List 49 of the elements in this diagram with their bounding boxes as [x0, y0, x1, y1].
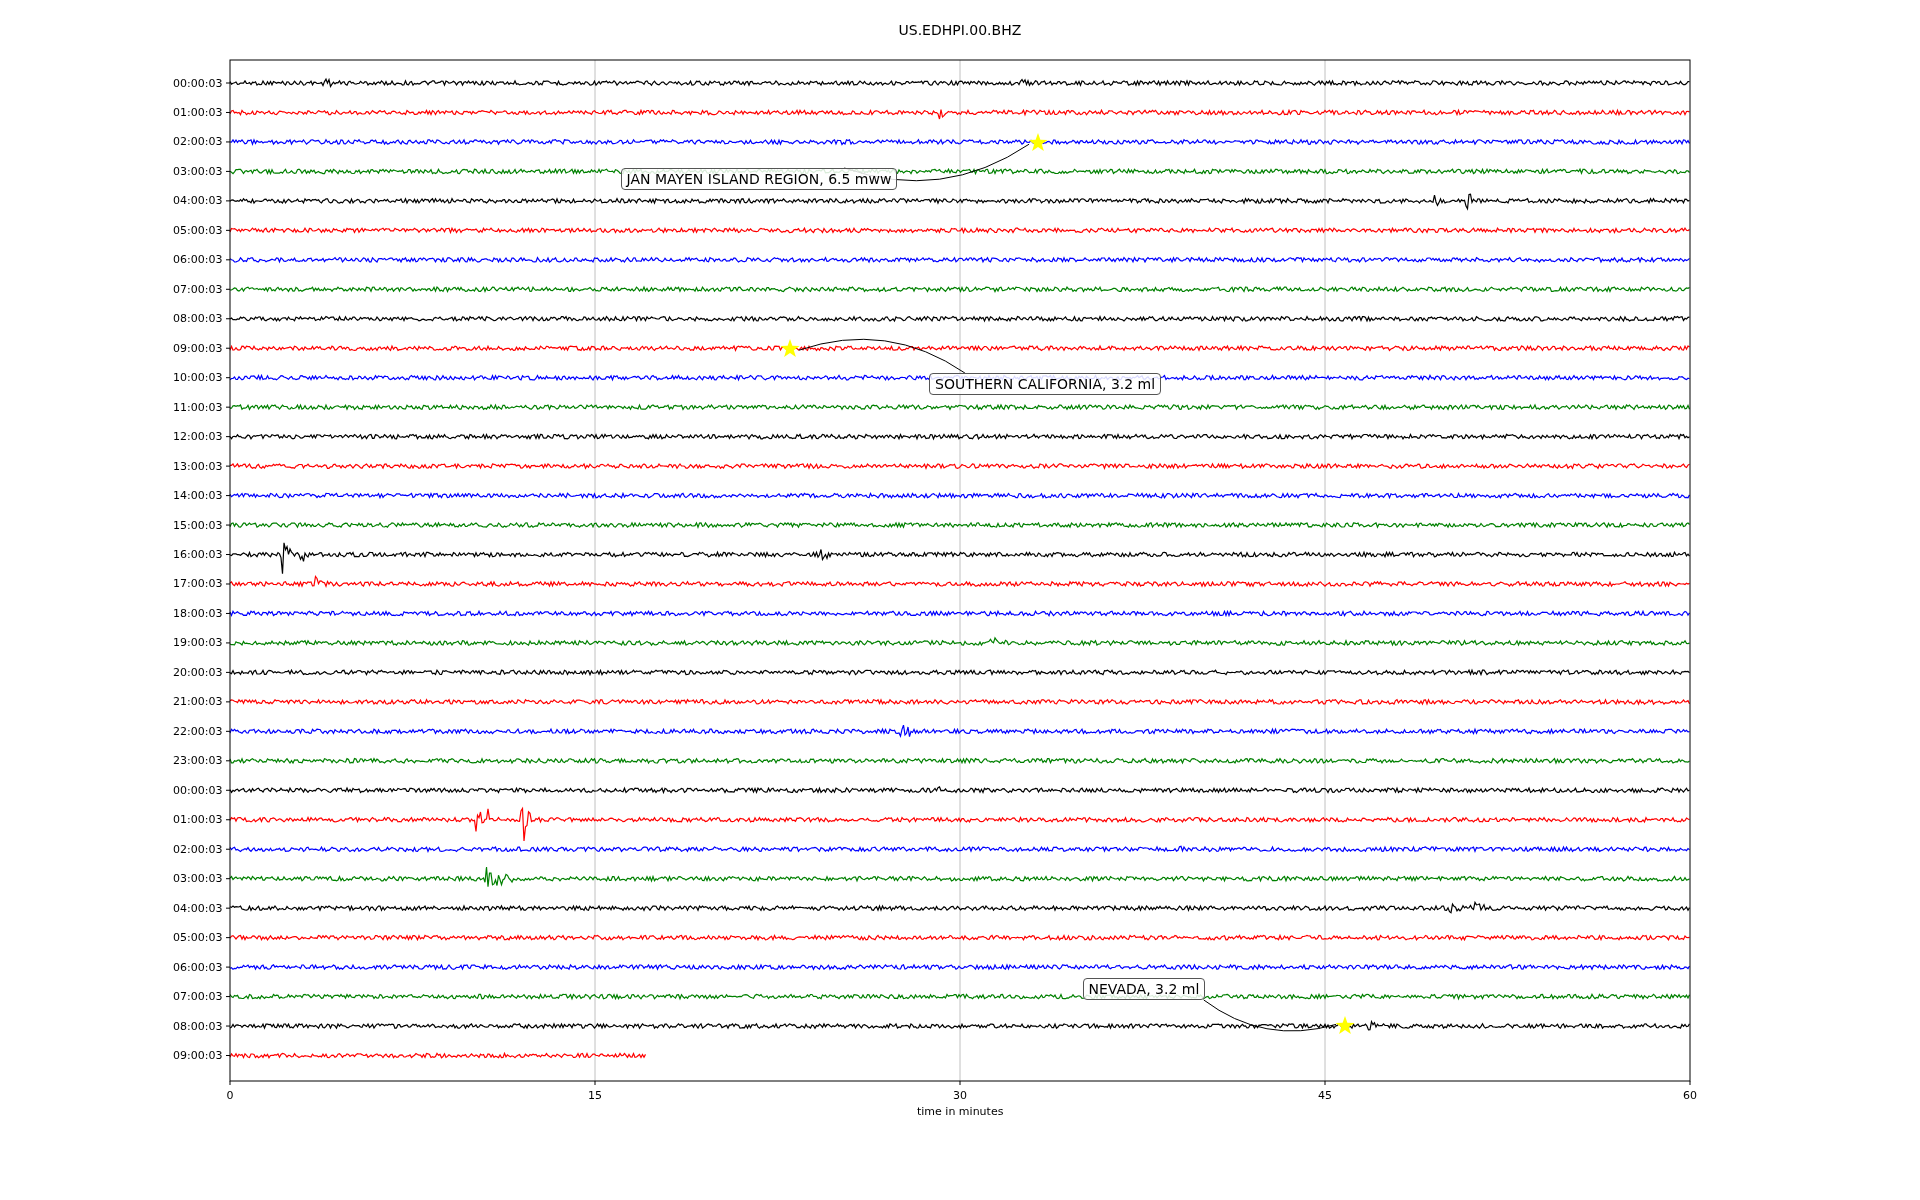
time-label: 10:00:03 — [173, 371, 223, 385]
axis-tick-label: 30 — [953, 1088, 967, 1102]
time-label: 13:00:03 — [173, 459, 223, 473]
leader-line — [1203, 999, 1337, 1032]
time-label: 23:00:03 — [173, 754, 223, 768]
time-label: 11:00:03 — [173, 400, 223, 414]
time-label: 05:00:03 — [173, 223, 223, 237]
time-label: 01:00:03 — [173, 813, 223, 827]
time-label: 09:00:03 — [173, 1049, 223, 1062]
time-label: 19:00:03 — [173, 636, 223, 650]
time-label: 14:00:03 — [173, 489, 223, 503]
time-label: 07:00:03 — [173, 282, 223, 296]
time-label: 06:00:03 — [173, 253, 223, 267]
time-label: 05:00:03 — [173, 931, 223, 945]
time-label: 18:00:03 — [173, 606, 223, 620]
time-label: 03:00:03 — [173, 164, 223, 178]
time-label: 00:00:03 — [173, 76, 223, 90]
time-label: 07:00:03 — [173, 990, 223, 1004]
time-label: 22:00:03 — [173, 724, 223, 738]
axis-tick-label: 15 — [588, 1088, 602, 1102]
time-label: 03:00:03 — [173, 872, 223, 886]
time-label: 04:00:03 — [173, 901, 223, 915]
time-label: 06:00:03 — [173, 960, 223, 974]
annotation-label: SOUTHERN CALIFORNIA, 3.2 ml — [929, 373, 1162, 395]
time-label: 09:00:03 — [173, 341, 223, 355]
time-label: 08:00:03 — [173, 1019, 223, 1033]
axis-tick-label: 0 — [226, 1088, 234, 1102]
time-label: 17:00:03 — [173, 577, 223, 591]
time-label: 04:00:03 — [173, 194, 223, 208]
time-label: 16:00:03 — [173, 548, 223, 561]
axis-tick-label: 60 — [1683, 1088, 1697, 1102]
time-label: 08:00:03 — [173, 312, 223, 326]
chart-title: US.EDHPI.00.BHZ — [898, 22, 1022, 38]
time-label: 01:00:03 — [173, 105, 223, 119]
time-label: 21:00:03 — [173, 695, 223, 709]
time-label: 02:00:03 — [173, 842, 223, 856]
star-marker — [1334, 1015, 1356, 1037]
time-label: 20:00:03 — [173, 665, 223, 679]
time-label: 02:00:03 — [173, 135, 223, 149]
axis-title: time in minutes — [917, 1104, 1004, 1118]
time-label: 12:00:03 — [173, 430, 223, 444]
time-label: 00:00:03 — [173, 783, 223, 797]
annotation-label: NEVADA, 3.2 ml — [1082, 978, 1206, 1000]
star-marker — [779, 338, 801, 360]
annotation-label: JAN MAYEN ISLAND REGION, 6.5 mww — [620, 168, 898, 190]
axis-tick-label: 45 — [1318, 1088, 1332, 1102]
leader-line — [798, 338, 966, 374]
time-label: 15:00:03 — [173, 518, 223, 532]
star-marker — [1027, 132, 1049, 154]
